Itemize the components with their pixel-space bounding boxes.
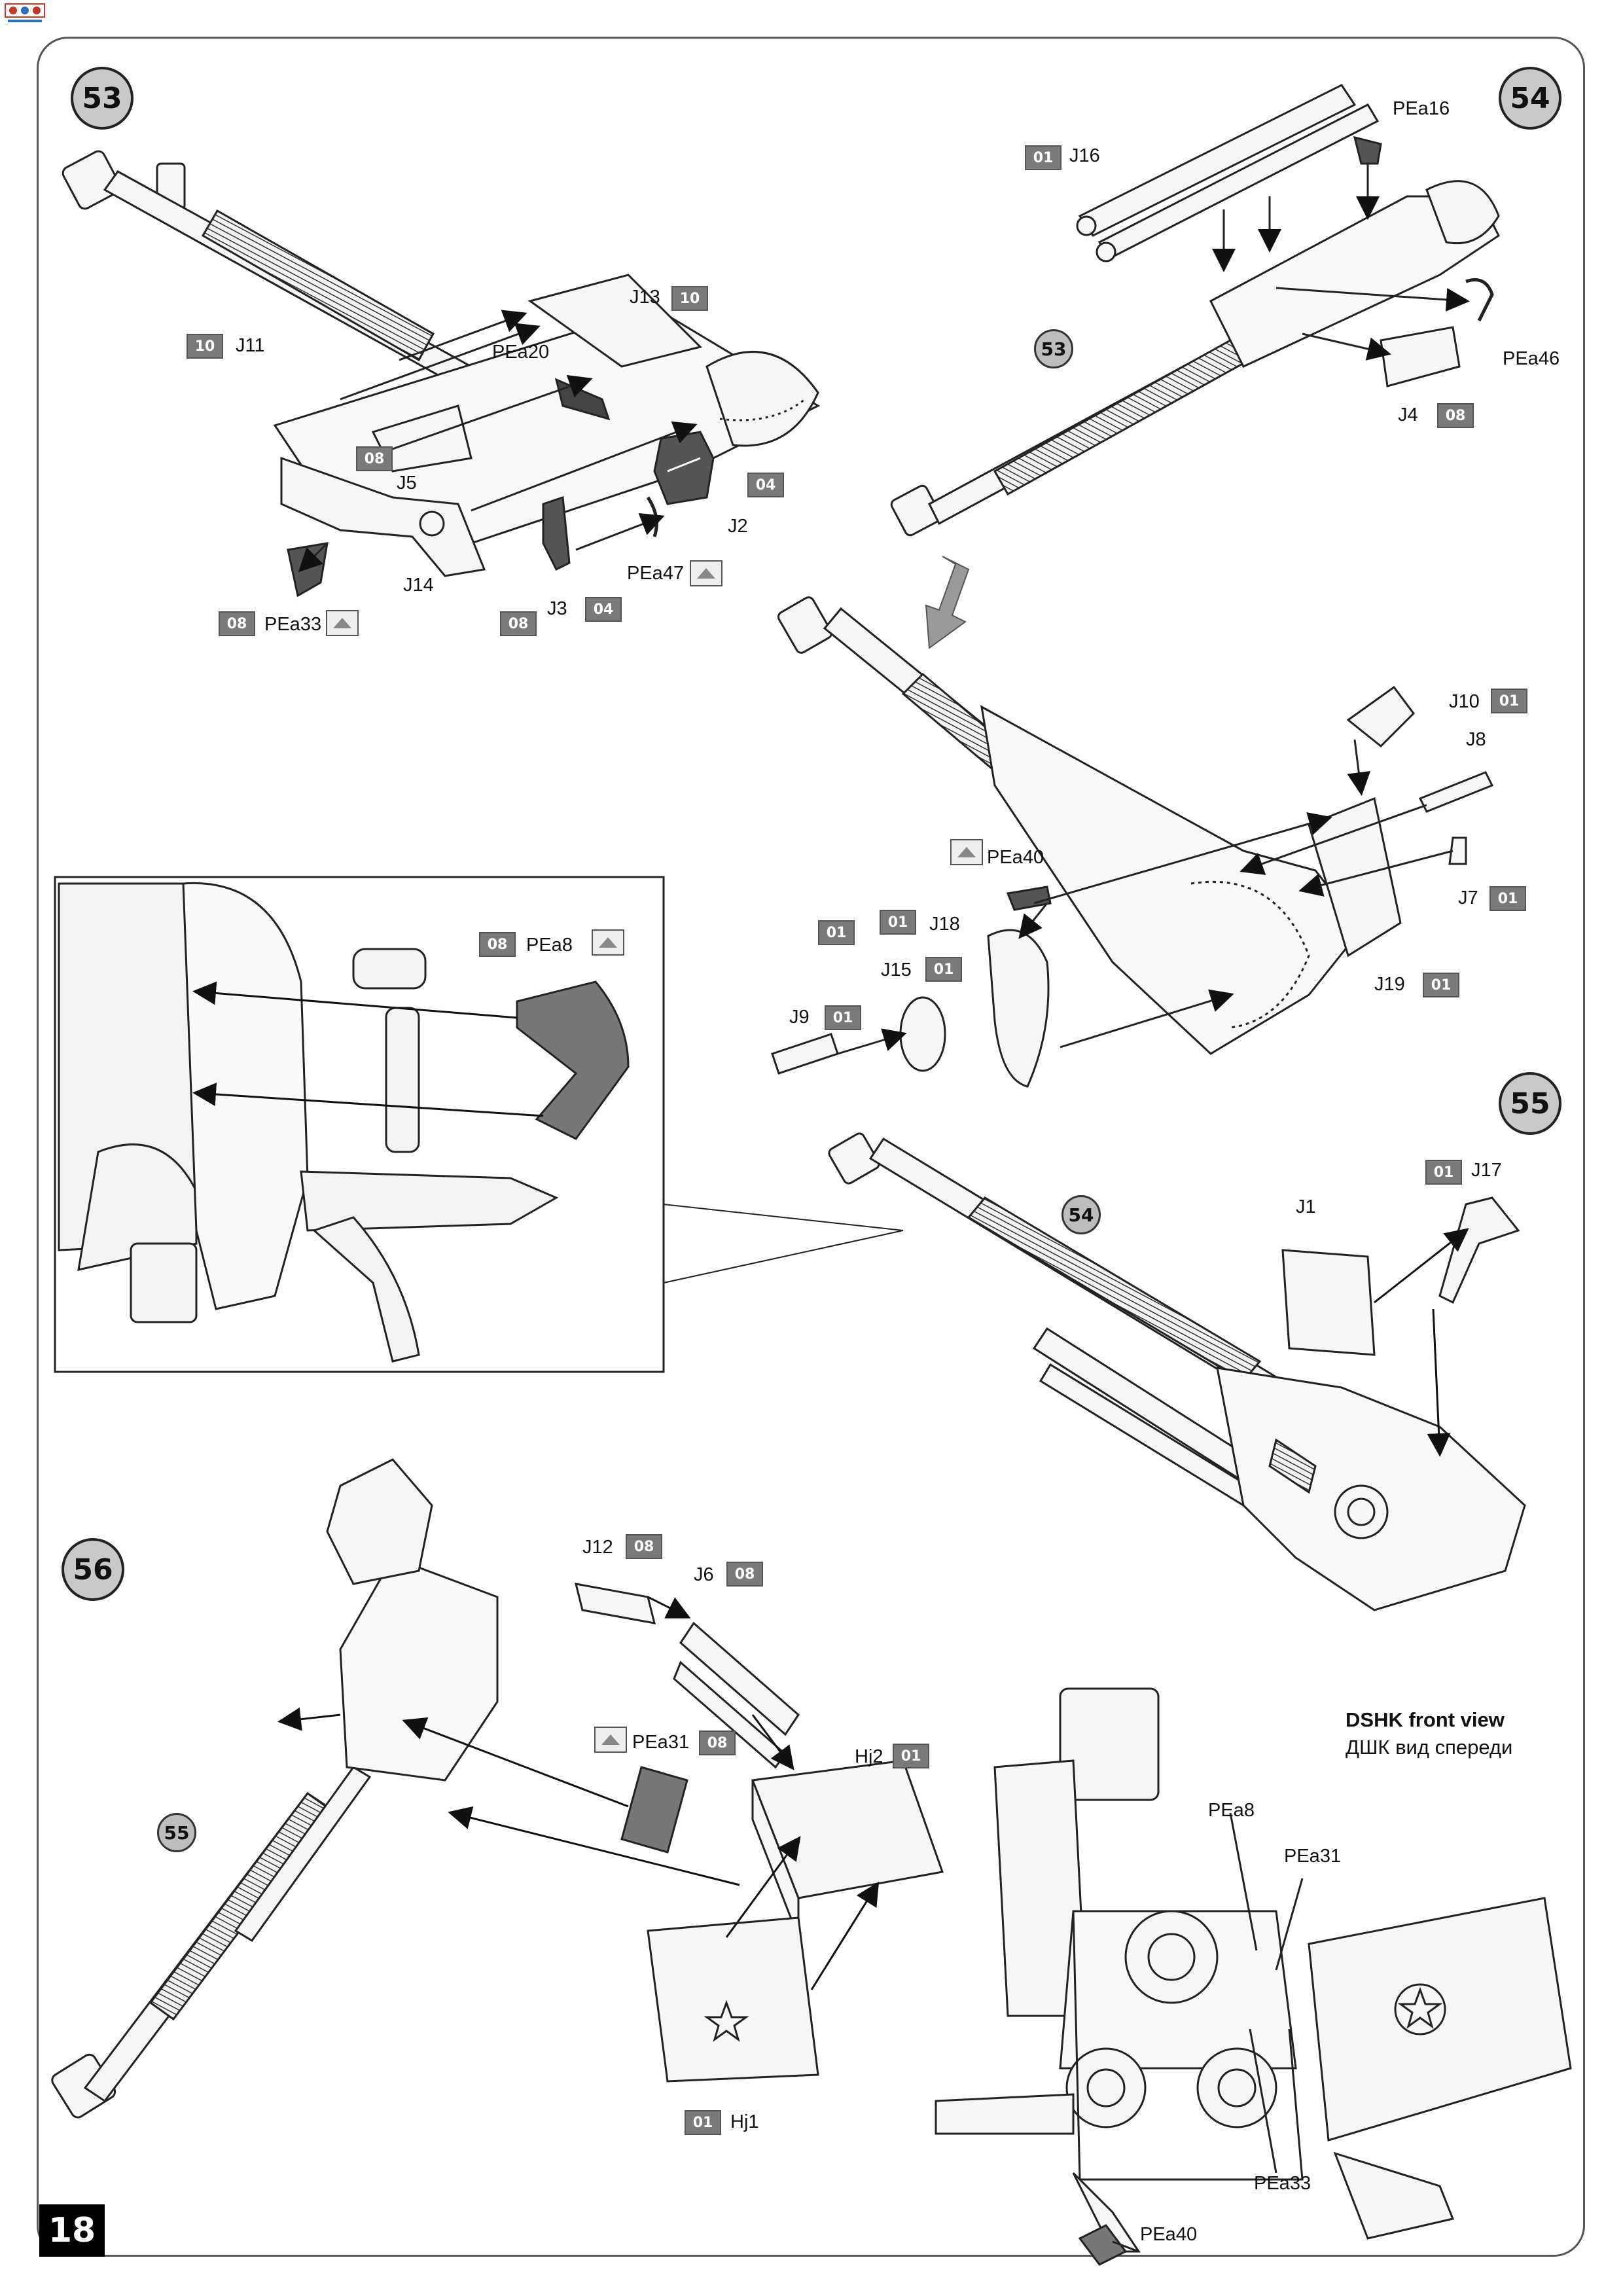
part-label-J16: J16 [1069,145,1100,166]
sprue-badge: 08 [1437,403,1474,428]
up-arrow-box-icon [690,560,722,586]
part-label-PEa8: PEa8 [1208,1800,1255,1821]
front-view-title: DSHK front view [1346,1708,1505,1731]
part-label-PEa8: PEa8 [526,935,573,956]
part-label-Hj1: Hj1 [730,2111,759,2132]
up-arrow-box-icon [950,839,983,865]
sprue-badge: 01 [1423,973,1459,997]
step55-drawing [828,1132,1526,1611]
publisher-logo [4,3,46,26]
part-label-J5: J5 [397,473,417,493]
part-label-J15: J15 [881,960,912,980]
sprue-badge: 01 [1425,1160,1462,1185]
part-label-J18: J18 [929,914,960,935]
sprue-badge: 08 [726,1562,763,1587]
front-view-subtitle: ДШК вид спереди [1346,1736,1513,1759]
part-label-PEa16: PEa16 [1393,98,1450,119]
part-label-J4: J4 [1398,404,1418,425]
part-label-J13: J13 [630,287,660,308]
part-label-PEa40: PEa40 [987,847,1044,868]
sprue-badge: 01 [925,957,962,982]
sprue-badge: 01 [1489,886,1526,911]
sprue-badge: 01 [893,1744,929,1768]
part-label-J1: J1 [1296,1196,1316,1217]
part-label-Hj2: Hj2 [855,1746,883,1767]
part-label-J9: J9 [789,1007,810,1028]
part-label-J10: J10 [1449,691,1480,712]
part-label-PEa31: PEa31 [1284,1846,1342,1867]
step56-drawing [51,1458,944,2119]
sprue-badge: 04 [585,597,622,622]
up-arrow-box-icon [326,610,359,636]
sprue-badge: 10 [671,286,708,311]
sprue-badge: 01 [685,2110,721,2135]
step-54-number: 54 [1499,67,1561,130]
up-arrow-box-icon [592,929,624,956]
part-label-J11: J11 [236,335,265,356]
step54-top-drawing [890,84,1500,537]
part-label-J2: J2 [728,516,748,537]
up-arrow-box-icon [594,1727,627,1753]
step-55-number: 55 [1499,1072,1561,1135]
part-label-J6: J6 [694,1564,714,1585]
sprue-badge: 01 [880,910,916,935]
part-label-PEa40: PEa40 [1140,2224,1198,2245]
part-label-PEa20: PEa20 [492,342,550,363]
page-frame [37,37,1585,2257]
part-label-PEa47: PEa47 [627,563,685,584]
sprue-badge: 08 [500,611,537,636]
sprue-badge: 01 [825,1005,861,1030]
part-label-J3: J3 [547,598,567,619]
star-icon [704,2000,749,2042]
logo-icon [5,3,45,22]
step-53-number: 53 [71,67,134,130]
star-icon [1397,1986,1443,2029]
part-label-J8: J8 [1466,729,1486,750]
page-number: 18 [39,2204,105,2257]
sprue-badge: 08 [699,1731,736,1755]
part-label-J17: J17 [1471,1160,1502,1181]
sprue-badge: 01 [1491,689,1527,713]
sprue-badge: 04 [747,473,784,497]
ref-assembly-55: 55 [157,1813,196,1852]
part-label-J12: J12 [582,1537,613,1558]
sprue-badge: 10 [187,334,223,359]
sprue-badge: 08 [219,611,255,636]
front-view-drawing [935,1687,1572,2266]
part-label-J7: J7 [1458,888,1478,908]
step54-lower-drawing [771,596,1494,1088]
part-label-PEa31: PEa31 [632,1732,690,1753]
step53-drawing [62,150,821,598]
step-56-number: 56 [62,1538,124,1601]
ref-assembly-53: 53 [1034,329,1073,368]
down-arrow-icon [925,556,970,649]
part-label-PEa33: PEa33 [264,614,322,635]
part-label-J19: J19 [1374,974,1405,995]
sprue-badge: 01 [818,920,855,945]
sprue-badge: 08 [356,446,393,471]
part-label-PEa46: PEa46 [1503,348,1560,369]
part-label-PEa33: PEa33 [1254,2173,1311,2194]
part-label-J14: J14 [403,575,434,596]
detail-inset [54,876,904,1373]
ref-assembly-54: 54 [1061,1195,1101,1234]
sprue-badge: 08 [479,932,516,957]
sprue-badge: 01 [1025,145,1061,170]
sprue-badge: 08 [626,1534,662,1559]
